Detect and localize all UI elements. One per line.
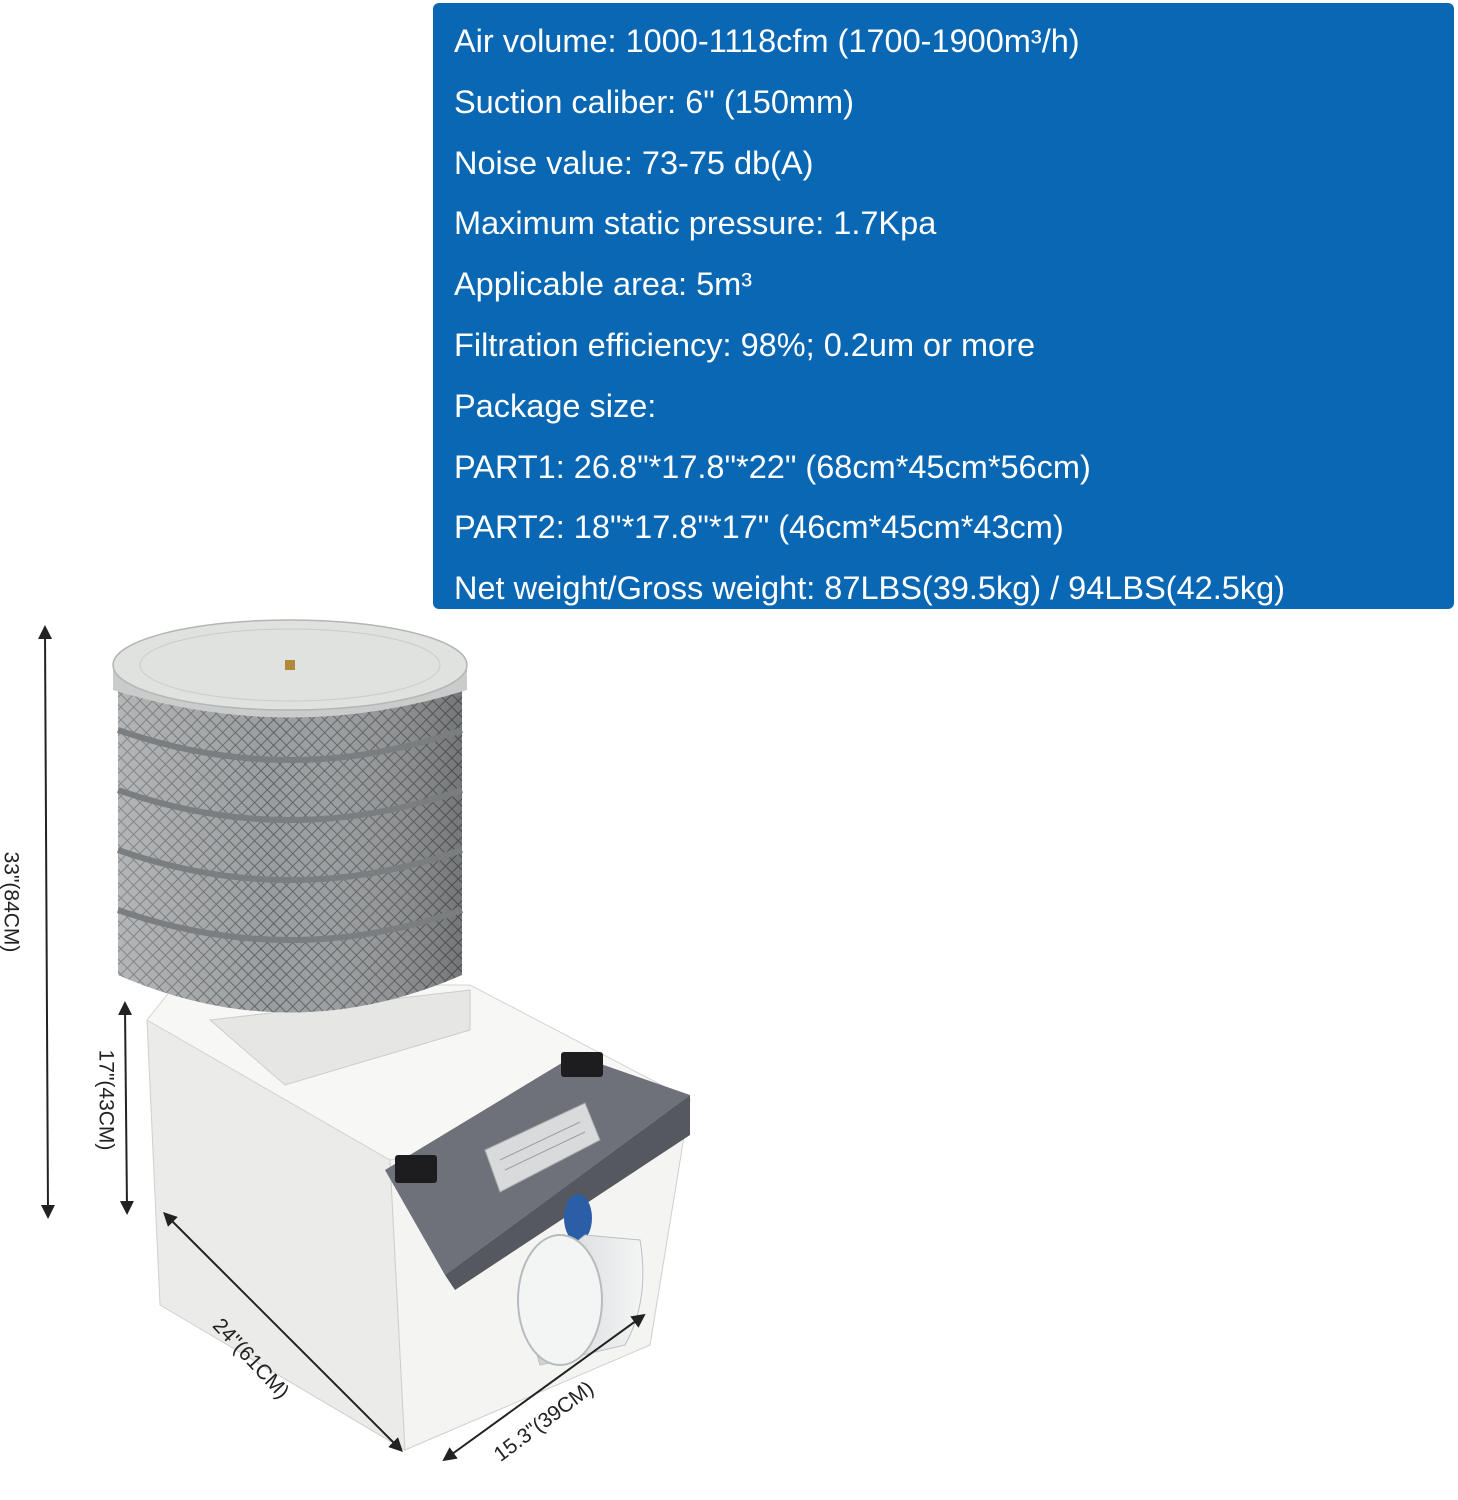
arrow-body-height [118, 1001, 134, 1215]
spec-applicable-area: Applicable area: 5m³ [454, 266, 753, 303]
arrow-width [442, 1313, 646, 1462]
hinge-icon [395, 1155, 437, 1183]
hinge-icon [561, 1052, 603, 1077]
top-plate [385, 1055, 690, 1290]
spec-static-pressure: Maximum static pressure: 1.7Kpa [454, 205, 937, 242]
spec-noise-value: Noise value: 73-75 db(A) [454, 144, 814, 181]
dimension-total-height: 33"(84CM) [0, 851, 23, 953]
spec-part1: PART1: 26.8"*17.8"*22" (68cm*45cm*56cm) [454, 448, 1091, 485]
product-illustration [38, 619, 692, 1462]
spec-panel: Air volume: 1000-1118cfm (1700-1900m³/h)… [433, 3, 1454, 609]
arrow-total-height [38, 625, 55, 1219]
dimension-body-height: 17"(43CM) [94, 1049, 118, 1151]
arrow-length [163, 1212, 403, 1452]
spec-suction-caliber: Suction caliber: 6" (150mm) [454, 83, 854, 120]
spec-filtration-efficiency: Filtration efficiency: 98%; 0.2um or mor… [454, 326, 1036, 363]
logo [564, 1194, 592, 1242]
spec-weight: Net weight/Gross weight: 87LBS(39.5kg) /… [454, 570, 1285, 607]
nameplate [484, 1102, 601, 1193]
filter-cartridge [112, 619, 468, 1013]
spec-air-volume: Air volume: 1000-1118cfm (1700-1900m³/h) [454, 23, 1080, 59]
suction-inlet [517, 1234, 644, 1366]
spec-package-size: Package size: [454, 387, 657, 424]
spec-part2: PART2: 18"*17.8"*17" (46cm*45cm*43cm) [454, 509, 1064, 546]
